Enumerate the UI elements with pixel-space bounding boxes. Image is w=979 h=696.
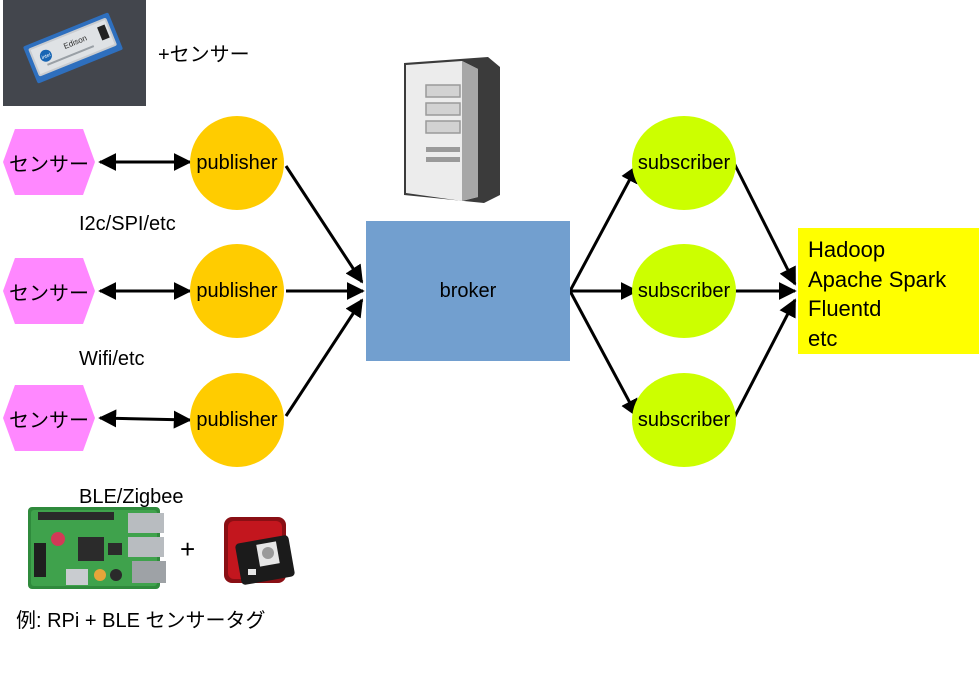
edison-caption: +センサー [158,44,250,66]
server-icon [404,57,500,203]
publisher-broker-arrow-3 [284,298,364,417]
backend-item: Hadoop [808,237,886,262]
sensor-node-2: センサー [3,258,95,324]
publisher-node-1: publisher [190,116,284,210]
raspberry-pi-image [28,507,166,589]
broker-subscriber-arrow-1 [568,164,639,292]
publisher-broker-arrow-1 [284,165,364,284]
plus-sign: + [180,534,196,564]
link-label-wifi: Wifi/etc [79,348,145,370]
backend-box: Hadoop Apache Spark Fluentd etc [798,228,979,354]
subscriber-node-1: subscriber [632,116,736,210]
link-label-ble: BLE/Zigbee [79,486,184,508]
broker-node: broker [366,221,570,361]
edison-board-image: intel Edison [3,0,146,106]
broker-subscriber-arrow-3 [568,290,639,418]
backend-item: Apache Spark [808,266,947,292]
backend-item: Fluentd [808,296,882,321]
publisher-node-3: publisher [190,373,284,467]
sensor-node-1: センサー [3,129,95,195]
example-caption: 例: RPi + BLE センサータグ [16,610,266,632]
publisher-node-2: publisher [190,244,284,338]
subscriber-backend-arrow-1 [732,162,797,286]
sensor-publisher-arrow-3 [98,409,192,429]
link-label-i2c: I2c/SPI/etc [79,213,176,235]
subscriber-node-3: subscriber [632,373,736,467]
intel-badge-text: intel [41,52,52,61]
subscriber-node-2: subscriber [632,244,736,338]
subscriber-backend-arrow-3 [732,298,797,419]
ble-sensortag-image [224,517,295,585]
backend-item: etc [808,325,838,351]
sensor-node-3: センサー [3,385,95,451]
